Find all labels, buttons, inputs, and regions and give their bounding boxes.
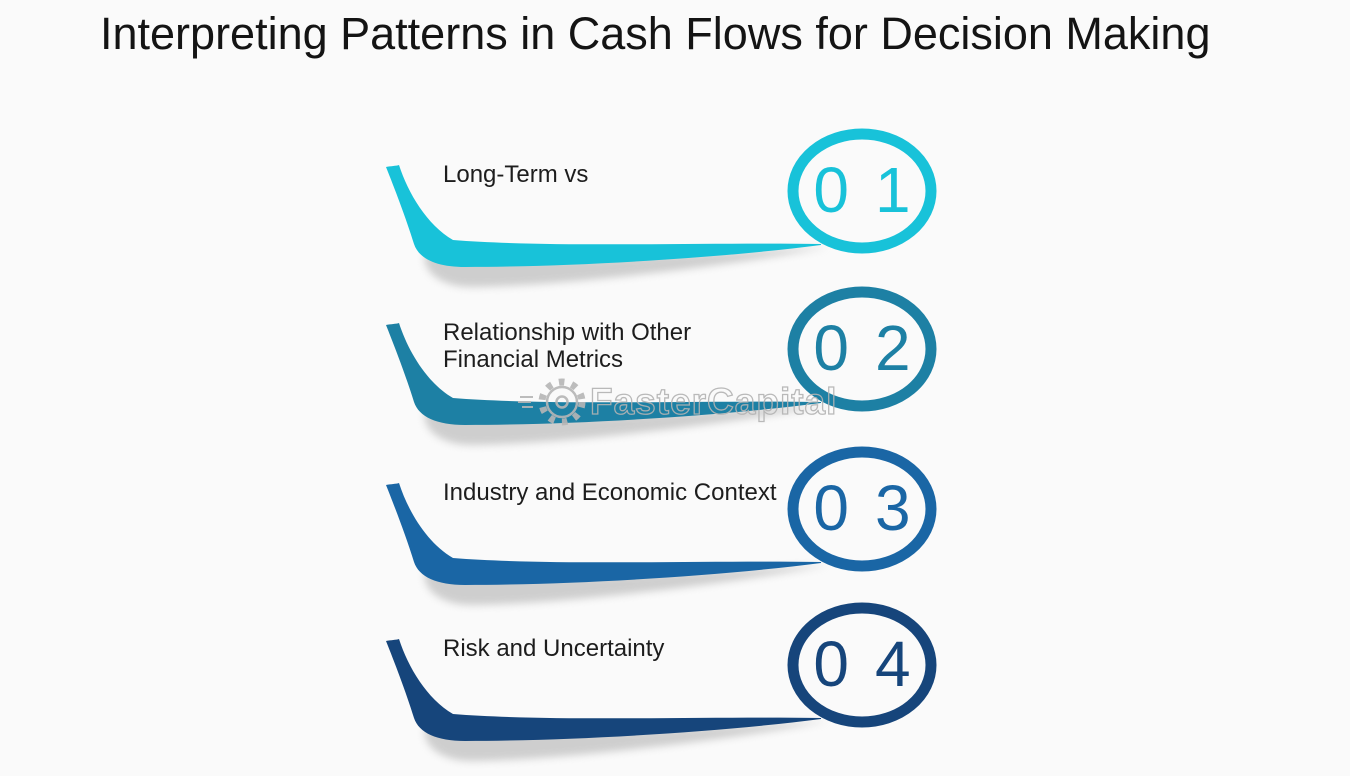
step-number: 03	[813, 472, 937, 544]
step-number-circle	[787, 128, 937, 254]
step-label: Risk and Uncertainty	[443, 635, 665, 662]
swoosh-shape	[386, 483, 828, 605]
step-item-1: Long-Term vs 01	[0, 117, 1350, 302]
watermark-fastercapital: FasterCapital	[518, 376, 837, 428]
swoosh-shape	[386, 323, 828, 445]
swoosh-shape	[386, 639, 828, 761]
step-label: Relationship with Other Financial Metric…	[443, 319, 692, 373]
step-label: Industry and Economic Context	[443, 479, 777, 506]
step-number: 04	[813, 628, 937, 700]
step-number: 01	[813, 154, 937, 226]
step-item-3: Industry and Economic Context 03	[0, 435, 1350, 620]
watermark-text: FasterCapital	[589, 380, 838, 422]
step-item-2: Relationship with Other Financial Metric…	[0, 275, 1350, 460]
swoosh-shape	[386, 165, 828, 287]
page-title: Interpreting Patterns in Cash Flows for …	[100, 8, 1211, 59]
gear-icon	[518, 378, 586, 426]
step-number-circle	[787, 602, 937, 728]
step-item-4: Risk and Uncertainty 04	[0, 591, 1350, 776]
step-label: Long-Term vs	[443, 161, 589, 188]
step-number: 02	[813, 312, 937, 384]
step-number-circle	[787, 446, 937, 572]
step-number-circle	[787, 286, 937, 412]
